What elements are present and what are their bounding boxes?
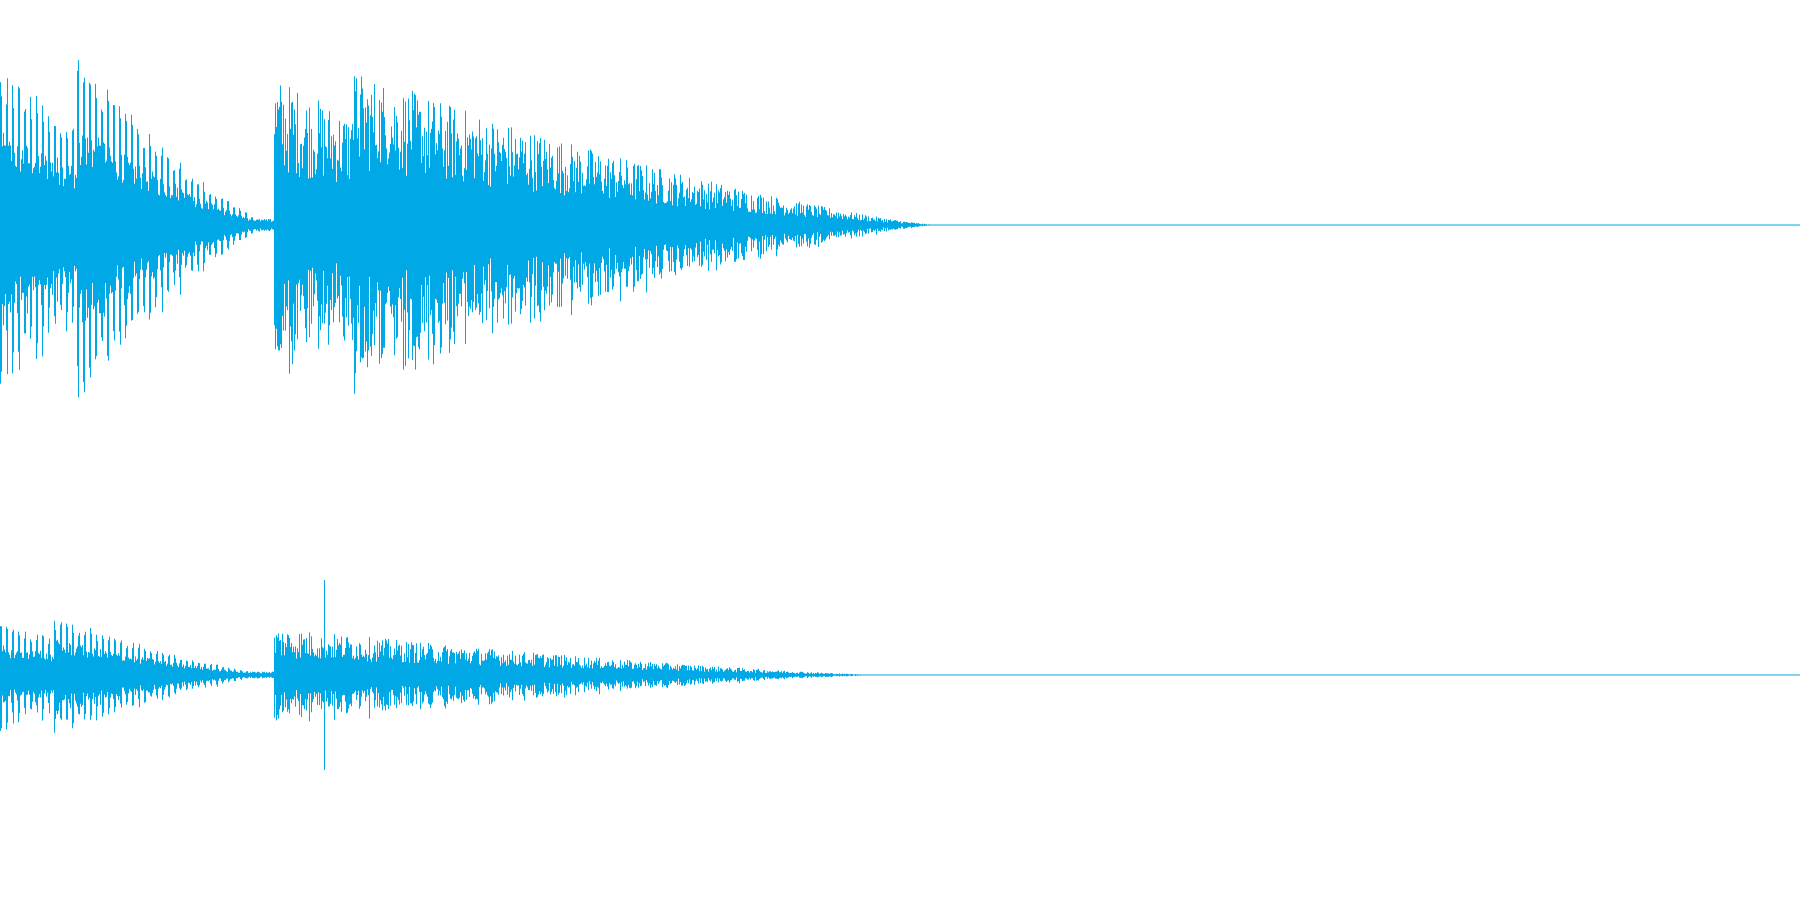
channel-right-waveform [0,450,1800,900]
channel-right-trace [0,580,876,770]
channel-left-waveform [0,60,1800,398]
channel-right-plot [0,580,1800,770]
channel-left-trace [0,60,932,398]
channel-left-plot [0,60,1800,398]
